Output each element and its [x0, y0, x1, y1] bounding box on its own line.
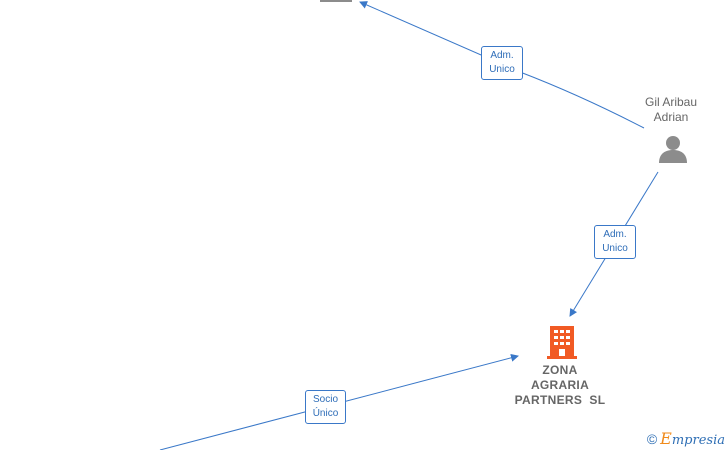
company-name-line2: AGRARIA: [530, 378, 590, 392]
copyright-symbol: ©: [646, 431, 658, 447]
person-name-line1: Gil Aribau: [644, 95, 698, 109]
edge-label-line1: Adm.: [603, 229, 627, 240]
company-name-line3: PARTNERS SL: [514, 393, 606, 407]
brand-name: mpresia: [671, 433, 725, 448]
building-icon[interactable]: [545, 324, 579, 360]
empresia-watermark: ©Empresia: [647, 429, 725, 448]
edge-label-line2: Unico: [489, 64, 515, 75]
edge-label-line1: Adm.: [490, 50, 514, 61]
edge-label-line2: Unico: [602, 243, 628, 254]
edge-label-line2: Único: [312, 408, 339, 419]
edge-label-adm-unico-middle[interactable]: Adm. Unico: [594, 225, 636, 259]
edge-label-line1: Socio: [312, 394, 338, 405]
offscreen-node-icon[interactable]: [320, 0, 352, 2]
person-node-label[interactable]: Gil Aribau Adrian: [630, 95, 712, 125]
edge-person-to-top-node: [359, 1, 645, 129]
brand-initial: E: [660, 429, 672, 448]
company-node-label[interactable]: ZONA AGRARIA PARTNERS SL: [505, 363, 615, 408]
person-name-line2: Adrian: [653, 110, 689, 124]
edge-label-adm-unico-top[interactable]: Adm. Unico: [481, 46, 523, 80]
edge-label-socio-unico[interactable]: Socio Único: [305, 390, 346, 424]
person-icon[interactable]: [657, 134, 689, 164]
company-name-line1: ZONA: [542, 363, 578, 377]
